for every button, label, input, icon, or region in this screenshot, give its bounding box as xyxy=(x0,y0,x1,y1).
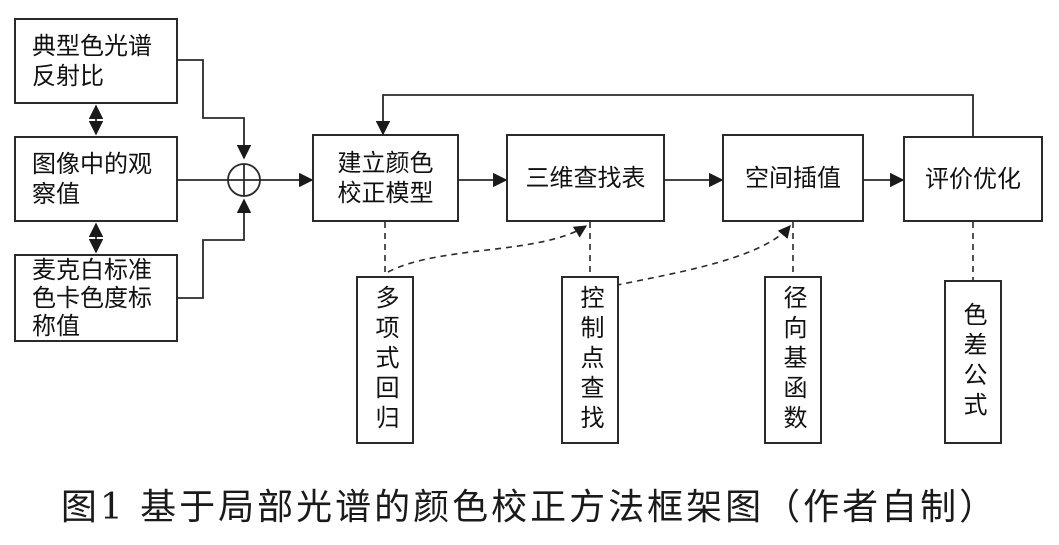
dashed-curve-to-interp xyxy=(593,225,791,291)
process-3d-lut-label: 三维查找表 xyxy=(525,164,646,192)
feedback-loop-arrow xyxy=(375,94,974,136)
figure-caption: 图1 基于局部光谱的颜色校正方法框架图（作者自制） xyxy=(60,487,999,528)
connector-bottom-input xyxy=(178,198,252,299)
method-polynomial-regression: 多项式回归 xyxy=(356,276,414,444)
method-color-difference-formula-label: 色差公式 xyxy=(959,302,987,422)
input-typical-spectrum: 典型色光谱 反射比 xyxy=(14,18,178,104)
process-build-model-label: 建立颜色 校正模型 xyxy=(337,149,434,207)
dashed-curve-to-lut xyxy=(387,225,588,273)
method-radial-basis-function-label: 径向基函数 xyxy=(779,285,807,435)
method-radial-basis-function: 径向基函数 xyxy=(764,276,822,444)
method-control-point-search: 控制点查找 xyxy=(561,276,619,444)
process-3d-lut: 三维查找表 xyxy=(506,134,665,222)
input-observed-values-label: 图像中的观 察值 xyxy=(32,150,152,208)
process-build-model: 建立颜色 校正模型 xyxy=(312,134,459,222)
process-evaluation-label: 评价优化 xyxy=(925,165,1021,193)
process-interpolation-label: 空间插值 xyxy=(745,164,841,192)
method-color-difference-formula: 色差公式 xyxy=(944,280,1002,444)
input-nominal-values: 麦克白标准 色卡色度标 称值 xyxy=(14,254,178,342)
input-typical-spectrum-label: 典型色光谱 反射比 xyxy=(32,32,152,90)
process-interpolation: 空间插值 xyxy=(722,134,864,222)
process-evaluation: 评价优化 xyxy=(903,136,1043,222)
input-nominal-values-label: 麦克白标准 色卡色度标 称值 xyxy=(32,256,152,340)
method-polynomial-regression-label: 多项式回归 xyxy=(371,285,399,435)
connector-top-input xyxy=(178,59,252,160)
method-control-point-search-label: 控制点查找 xyxy=(576,285,604,435)
input-observed-values: 图像中的观 察值 xyxy=(14,136,178,222)
